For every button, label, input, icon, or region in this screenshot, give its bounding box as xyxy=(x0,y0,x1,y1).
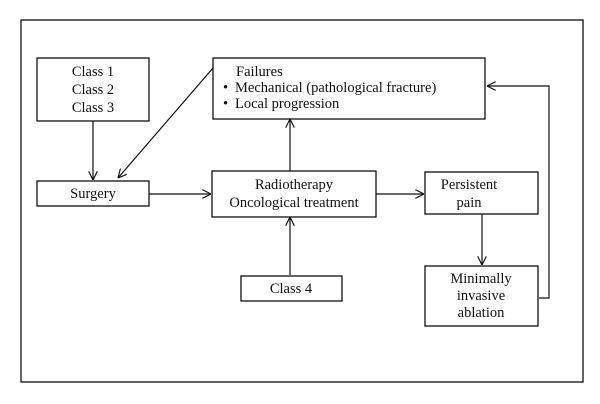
classes-line-2: Class 2 xyxy=(72,82,114,98)
radiotherapy-line-1: Radiotherapy xyxy=(255,177,334,193)
ablation-line-2: invasive xyxy=(457,288,505,304)
node-radiotherapy: Radiotherapy Oncological treatment xyxy=(211,170,377,218)
persistent-pain-line-2: pain xyxy=(457,195,483,211)
radiotherapy-line-2: Oncological treatment xyxy=(229,195,358,211)
node-class4: Class 4 xyxy=(240,275,343,302)
edges xyxy=(93,67,550,299)
node-ablation: Minimally invasive ablation xyxy=(424,265,539,327)
failures-title: Failures xyxy=(236,64,283,80)
node-classes: Class 1 Class 2 Class 3 xyxy=(36,57,150,122)
surgery-label: Surgery xyxy=(70,186,116,202)
edge-ablation-to-failures xyxy=(487,86,550,299)
ablation-line-1: Minimally xyxy=(450,271,512,287)
classes-line-1: Class 1 xyxy=(72,64,114,80)
classes-line-3: Class 3 xyxy=(72,100,114,116)
class4-label: Class 4 xyxy=(270,281,313,297)
failures-bullet-1: Mechanical (pathological fracture) xyxy=(235,80,436,96)
failures-bullet-2-glyph: • xyxy=(223,96,228,112)
node-surgery: Surgery xyxy=(36,180,150,207)
failures-bullet-2: Local progression xyxy=(235,96,340,112)
node-persistent-pain: Persistent pain xyxy=(424,171,539,215)
diagram-frame xyxy=(20,19,584,383)
failures-bullet-1-glyph: • xyxy=(223,80,228,96)
edge-failures-to-surgery xyxy=(118,67,214,178)
persistent-pain-line-1: Persistent xyxy=(441,177,497,193)
node-failures: Failures • Mechanical (pathological frac… xyxy=(212,57,486,120)
ablation-line-3: ablation xyxy=(458,305,505,321)
